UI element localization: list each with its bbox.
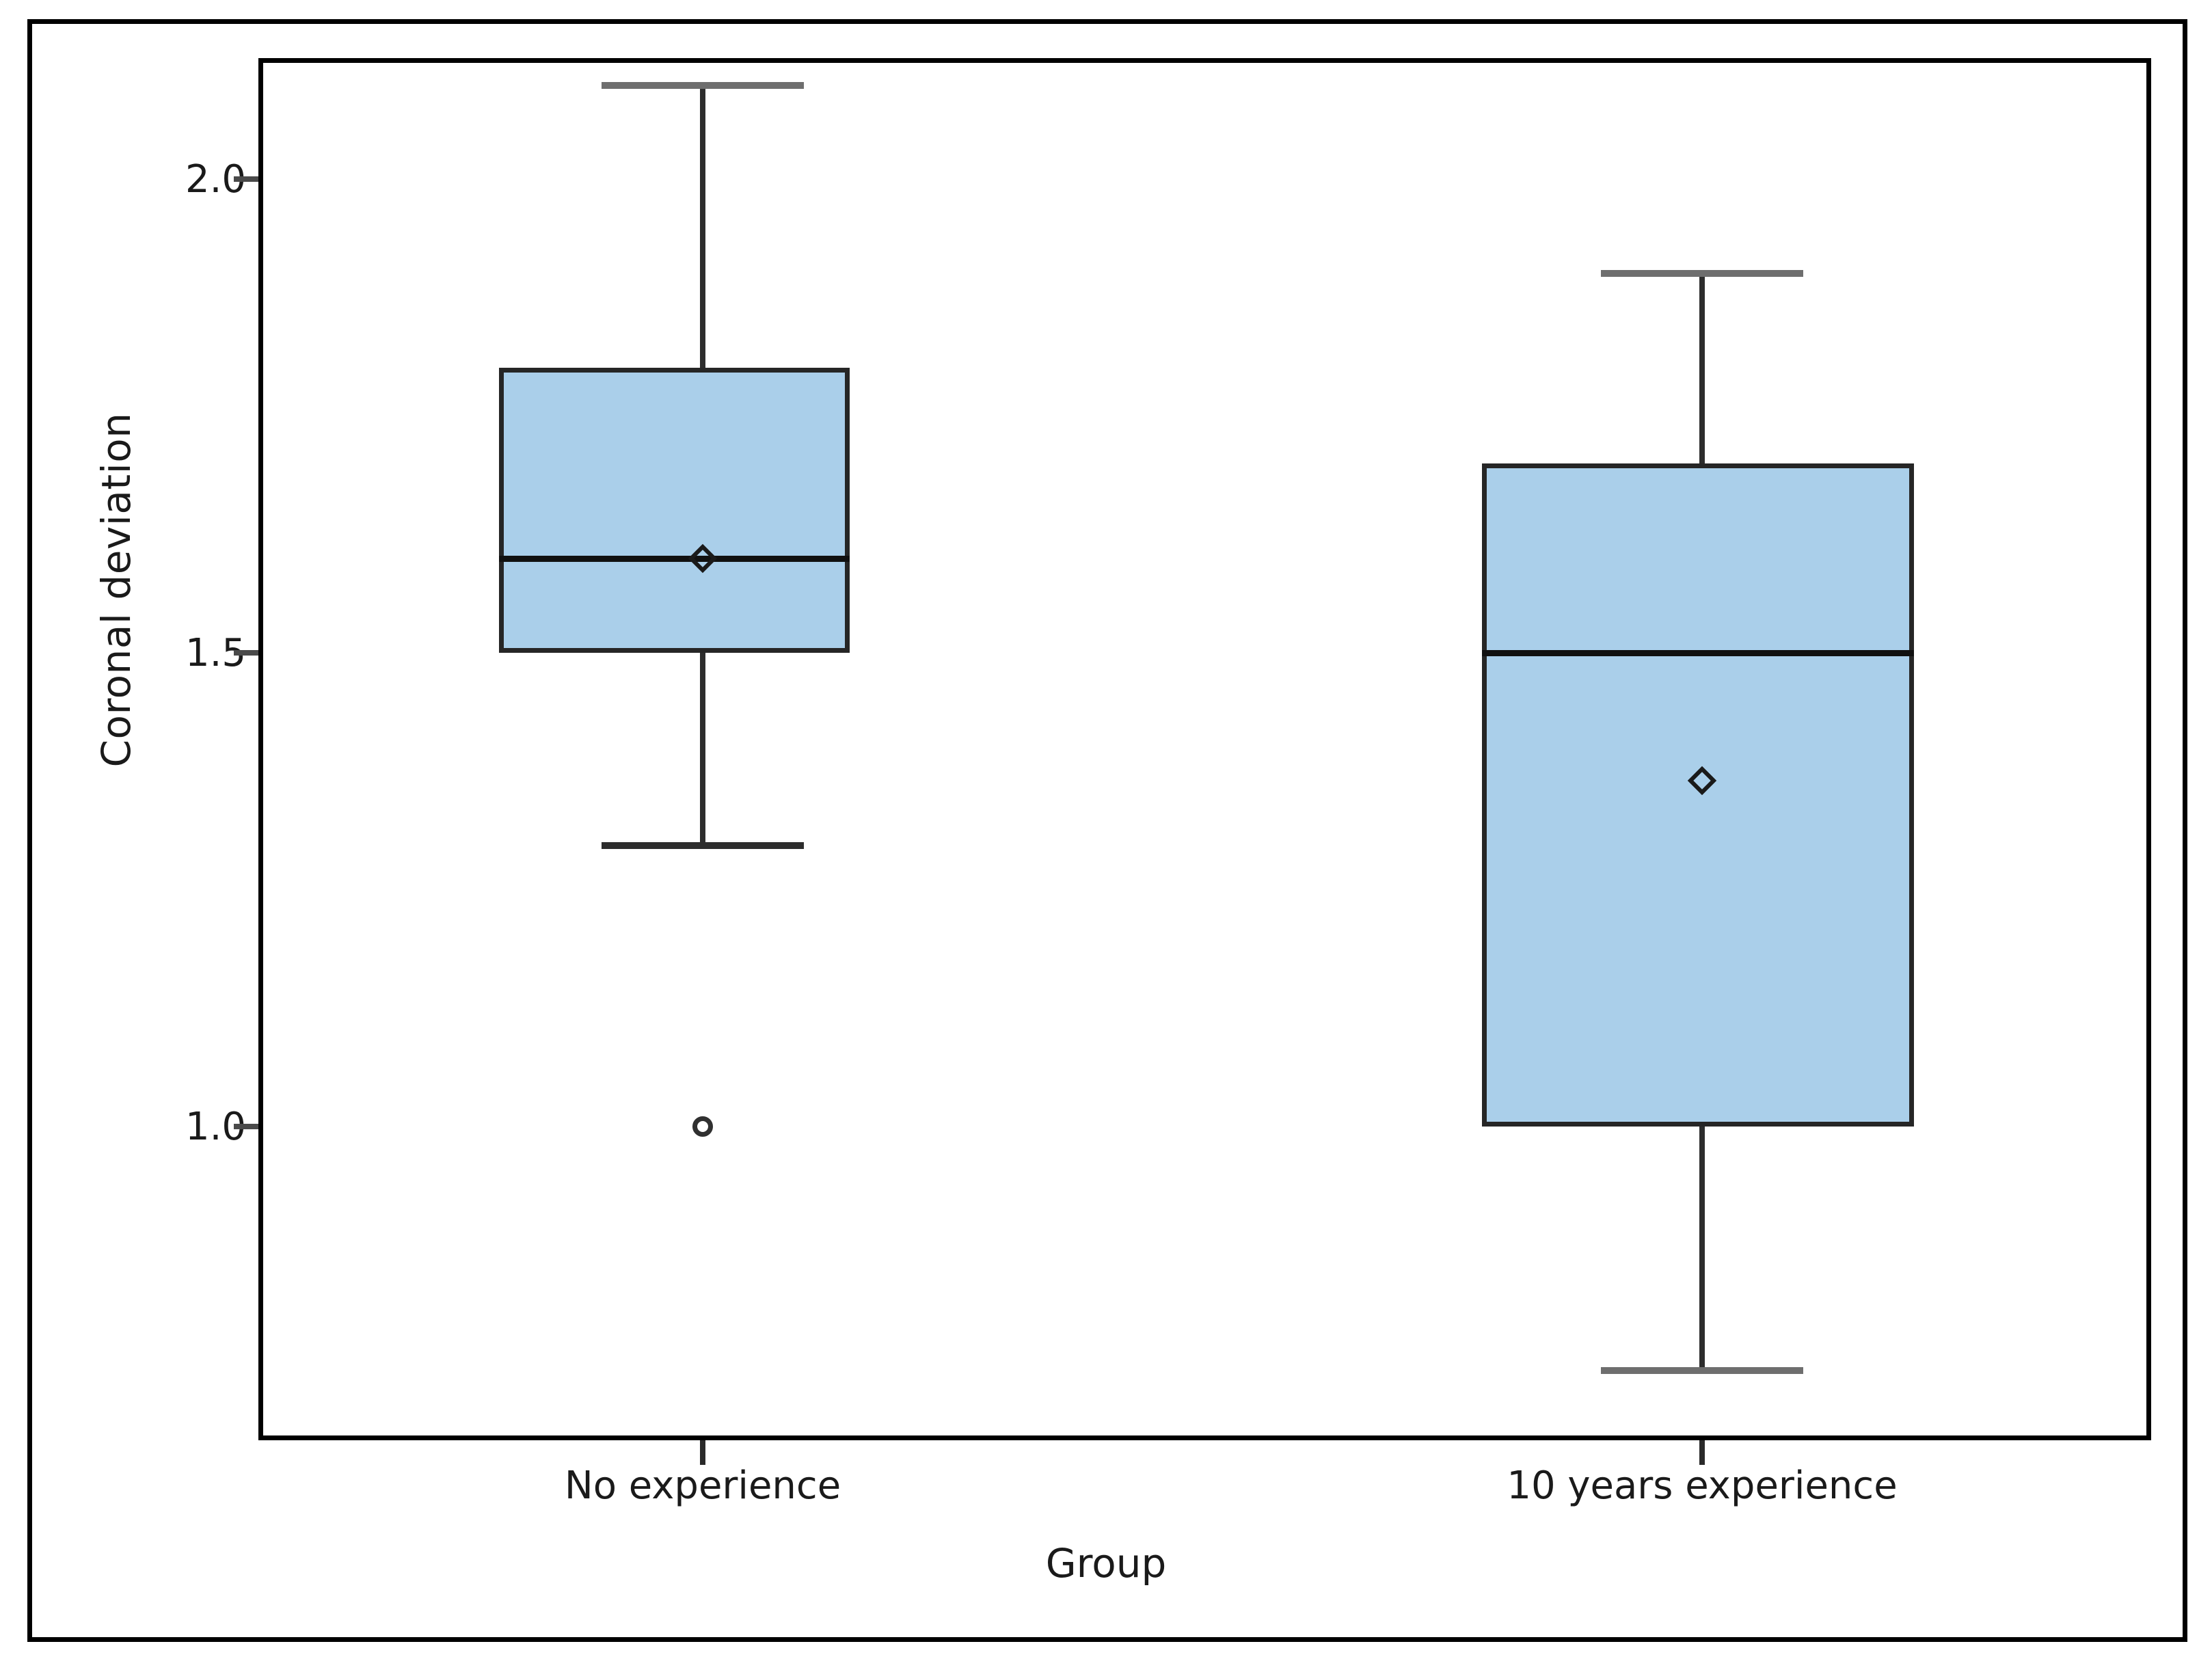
y-tick-label-2-0: 2.0 <box>185 157 246 202</box>
x-tick-mark-10-years-experience <box>1699 1440 1705 1465</box>
box2-lower-whisker-cap <box>1601 1367 1803 1374</box>
box1-upper-whisker-line <box>700 82 705 369</box>
y-tick-mark-1-0 <box>234 1124 258 1129</box>
x-tick-label-no-experience: No experience <box>564 1463 841 1508</box>
box2-iqr-rect <box>1482 463 1914 1127</box>
y-tick-label-1-0: 1.0 <box>185 1104 246 1149</box>
y-axis-title: Coronal deviation <box>93 412 139 768</box>
box2-upper-whisker-line <box>1699 273 1705 468</box>
y-tick-mark-2-0 <box>234 176 258 182</box>
box1-lower-whisker-cap <box>602 842 804 849</box>
box2-median-line <box>1482 650 1914 656</box>
x-tick-mark-no-experience <box>700 1440 705 1465</box>
box2-lower-whisker-line <box>1699 1127 1705 1373</box>
box1-upper-whisker-cap <box>602 82 804 89</box>
x-axis-title: Group <box>1045 1540 1167 1587</box>
box2-upper-whisker-cap <box>1601 270 1803 277</box>
y-tick-label-1-5: 1.5 <box>185 630 246 675</box>
box1-iqr-rect <box>499 368 850 653</box>
box1-median-line <box>499 556 850 562</box>
x-tick-label-10-years-experience: 10 years experience <box>1507 1463 1898 1508</box>
box1-outlier-point <box>692 1116 713 1137</box>
y-tick-mark-1-5 <box>234 650 258 656</box>
box1-lower-whisker-line <box>700 653 705 848</box>
